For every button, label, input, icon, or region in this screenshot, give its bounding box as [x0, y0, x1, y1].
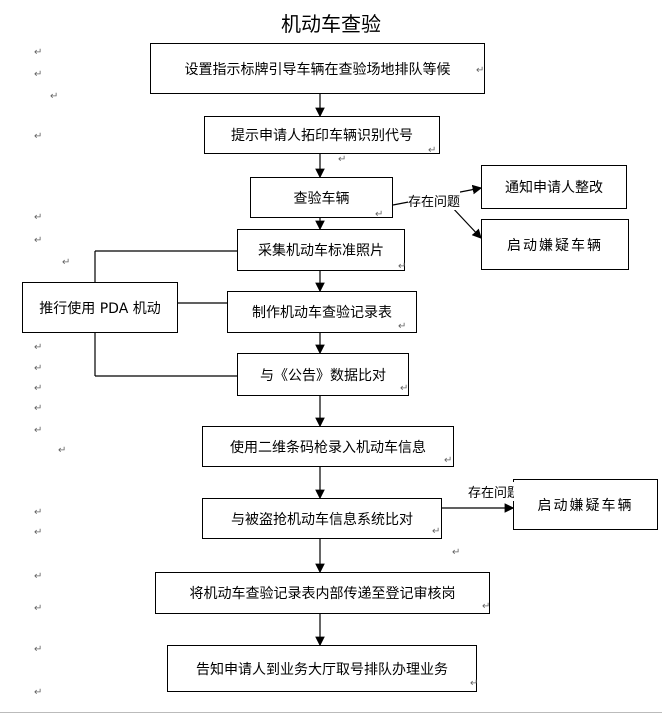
- suspect-vehicle-box-2: 启动嫌疑车辆: [513, 479, 658, 530]
- problem-label-2: 存在问题: [468, 482, 514, 501]
- paragraph-mark: ↵: [444, 455, 453, 466]
- paragraph-mark: ↵: [34, 403, 43, 414]
- paragraph-mark: ↵: [34, 507, 43, 518]
- step-rubbing-vin: 提示申请人拓印车辆识别代号: [204, 116, 440, 154]
- paragraph-mark: ↵: [34, 363, 43, 374]
- paragraph-mark: ↵: [34, 131, 43, 142]
- step-capture-photo: 采集机动车标准照片: [237, 229, 405, 271]
- paragraph-mark: ↵: [34, 603, 43, 614]
- paragraph-mark: ↵: [476, 65, 485, 76]
- paragraph-mark: ↵: [375, 209, 384, 220]
- arrow-check-to-suspect: [449, 204, 482, 239]
- step-make-record: 制作机动车查验记录表: [227, 291, 417, 333]
- step-scan-barcode: 使用二维条码枪录入机动车信息: [202, 426, 454, 467]
- paragraph-mark: ↵: [34, 383, 43, 394]
- step-notify-applicant: 告知申请人到业务大厅取号排队办理业务: [167, 645, 477, 692]
- paragraph-mark: ↵: [34, 527, 43, 538]
- paragraph-mark: ↵: [34, 687, 43, 698]
- paragraph-mark: ↵: [428, 145, 437, 156]
- step-inspect-vehicle: 查验车辆: [250, 177, 393, 218]
- paragraph-mark: ↵: [34, 571, 43, 582]
- problem-label-1: 存在问题: [408, 191, 461, 210]
- paragraph-mark: ↵: [34, 644, 43, 655]
- paragraph-mark: ↵: [452, 547, 461, 558]
- paragraph-mark: ↵: [62, 257, 71, 268]
- paragraph-mark: ↵: [398, 321, 407, 332]
- step-transfer-record: 将机动车查验记录表内部传递至登记审核岗: [155, 572, 490, 614]
- paragraph-mark: ↵: [34, 69, 43, 80]
- suspect-vehicle-box-1: 启动嫌疑车辆: [481, 219, 629, 270]
- paragraph-mark: ↵: [432, 526, 441, 537]
- paragraph-mark: ↵: [398, 261, 407, 272]
- paragraph-mark: ↵: [400, 383, 409, 394]
- pda-box: 推行使用 PDA 机动: [22, 282, 178, 333]
- paragraph-mark: ↵: [34, 235, 43, 246]
- step-compare-stolen: 与被盗抢机动车信息系统比对: [202, 498, 442, 539]
- paragraph-mark: ↵: [58, 445, 67, 456]
- page-bottom-border: [0, 712, 662, 713]
- paragraph-mark: ↵: [34, 425, 43, 436]
- notify-rectify-box: 通知申请人整改: [481, 165, 627, 209]
- paragraph-mark: ↵: [34, 212, 43, 223]
- page-title: 机动车查验: [281, 12, 381, 36]
- step-guide-vehicles: 设置指示标牌引导车辆在查验场地排队等候: [150, 43, 485, 94]
- step-compare-announcement: 与《公告》数据比对: [237, 353, 409, 396]
- paragraph-mark: ↵: [34, 47, 43, 58]
- paragraph-mark: ↵: [482, 601, 491, 612]
- paragraph-mark: ↵: [34, 342, 43, 353]
- paragraph-mark: ↵: [470, 678, 479, 689]
- paragraph-mark: ↵: [50, 91, 59, 102]
- paragraph-mark: ↵: [338, 154, 347, 165]
